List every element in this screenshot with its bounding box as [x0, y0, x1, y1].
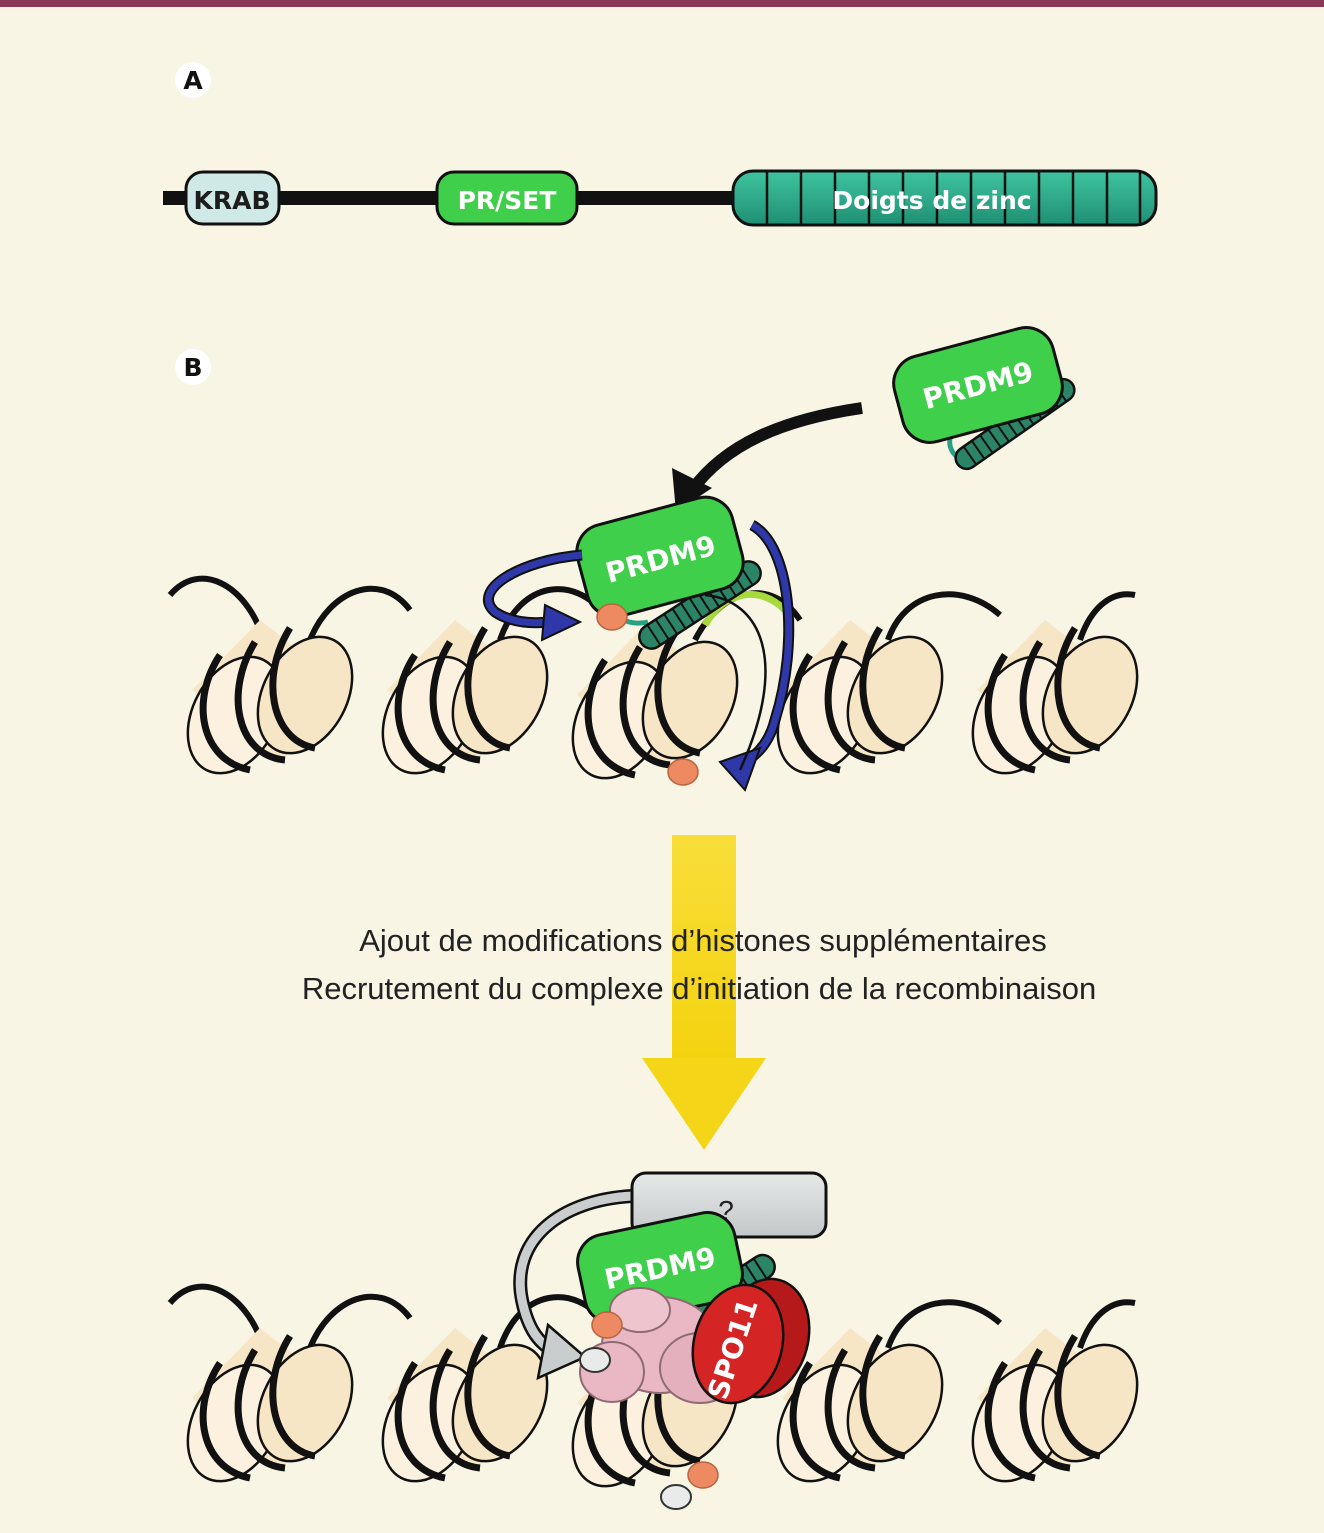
methylation-path [704, 593, 767, 771]
methylation-arrow-left [483, 549, 583, 642]
nucleosome [776, 1328, 944, 1483]
chromatin-row-bottom: ? PRDM9 SP [167, 1171, 1139, 1510]
chromatin-row-top: PRDM9 [167, 495, 1139, 792]
pr-set-domain: PR/SET [435, 170, 579, 226]
recombination-complex [579, 1287, 741, 1404]
grey-mark [660, 1484, 692, 1510]
prdm9-free: PRDM9 [892, 326, 1076, 471]
methylation-mark [591, 1311, 623, 1339]
krab-label: KRAB [193, 186, 270, 215]
transition-arrow [642, 835, 766, 1150]
binding-arrow [687, 402, 863, 494]
nucleosome [971, 620, 1139, 775]
panel-b-letter: B [183, 353, 202, 382]
panel-a-badge [175, 62, 211, 98]
top-border [0, 0, 1324, 7]
caption-line-1: Ajout de modifications d’histones supplé… [359, 923, 1047, 958]
pr-set-label: PR/SET [458, 186, 557, 215]
nucleosome-target [571, 625, 739, 780]
nucleosome [381, 620, 549, 775]
panel-b-badge [175, 349, 211, 385]
methylation-mark [667, 758, 699, 786]
methylation-mark [687, 1461, 719, 1489]
panel-a-letter: A [183, 66, 203, 95]
zinc-finger-domain: Doigts de zinc [731, 169, 1158, 227]
krab-domain: KRAB [184, 170, 281, 226]
nucleosome [381, 1328, 549, 1483]
nucleosome [776, 620, 944, 775]
caption-line-2: Recrutement du complexe d’initiation de … [302, 971, 1096, 1006]
recruitment-arrow [513, 1189, 633, 1381]
spo11: SPO11 [691, 1277, 811, 1405]
nucleosome [186, 1328, 354, 1483]
grey-mark [579, 1347, 611, 1373]
zinc-finger-label: Doigts de zinc [832, 186, 1031, 215]
methylation-mark [596, 603, 628, 631]
nucleosome [971, 1328, 1139, 1483]
bound-dna-linker [701, 591, 788, 627]
prdm9-bound: PRDM9 [575, 495, 762, 650]
nucleosome [186, 620, 354, 775]
panel-a: A KRAB PR/SET Doigts de zinc [163, 62, 1158, 227]
